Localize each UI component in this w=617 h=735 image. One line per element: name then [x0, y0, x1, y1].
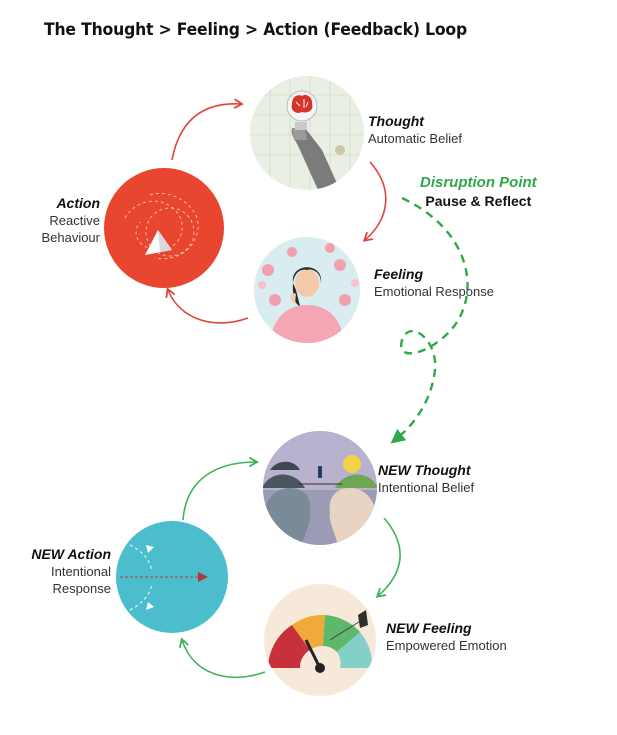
new-action-label: NEW Action Intentional Response — [31, 546, 111, 597]
action-label: Action Reactive Behaviour — [41, 195, 100, 246]
new-action-illustration — [116, 521, 228, 633]
arrow-thought-to-feeling — [362, 161, 387, 242]
thought-label: Thought Automatic Belief — [368, 113, 462, 147]
action-sub-2: Behaviour — [41, 230, 100, 245]
new-thought-illustration — [263, 431, 377, 545]
new-feeling-illustration — [264, 584, 376, 696]
arrow-new-feeling-to-new-action — [178, 637, 266, 679]
new-action-sub-1: Intentional — [51, 564, 111, 579]
feeling-heading: Feeling — [374, 266, 424, 282]
new-thought-heading: NEW Thought — [378, 462, 471, 478]
new-thought-sub: Intentional Belief — [378, 480, 475, 495]
arrow-feeling-to-action — [165, 287, 249, 324]
new-action-sub-2: Response — [52, 581, 111, 596]
new-action-heading: NEW Action — [31, 546, 111, 562]
arrow-new-thought-to-new-feeling — [375, 517, 401, 598]
arrow-new-action-to-new-thought — [182, 456, 259, 521]
page-title: The Thought > Feeling > Action (Feedback… — [44, 20, 467, 40]
thought-sub: Automatic Belief — [368, 131, 462, 146]
disruption-heading: Disruption Point — [420, 174, 537, 191]
thought-illustration — [250, 76, 364, 190]
action-illustration — [104, 168, 224, 288]
thought-heading: Thought — [368, 113, 424, 129]
action-heading: Action — [56, 195, 100, 211]
new-feeling-label: NEW Feeling Empowered Emotion — [386, 620, 507, 654]
new-feeling-sub: Empowered Emotion — [386, 638, 507, 653]
disruption-sub: Pause & Reflect — [425, 193, 532, 209]
new-feeling-heading: NEW Feeling — [386, 620, 472, 636]
arrow-action-to-thought — [171, 98, 244, 161]
feeling-sub: Emotional Response — [374, 284, 494, 299]
disruption-label: Disruption Point Pause & Reflect — [420, 174, 537, 209]
feeling-illustration — [254, 237, 360, 343]
feeling-label: Feeling Emotional Response — [374, 266, 494, 300]
action-sub-1: Reactive — [49, 213, 100, 228]
new-thought-label: NEW Thought Intentional Belief — [378, 462, 474, 496]
disruption-path — [390, 196, 469, 444]
